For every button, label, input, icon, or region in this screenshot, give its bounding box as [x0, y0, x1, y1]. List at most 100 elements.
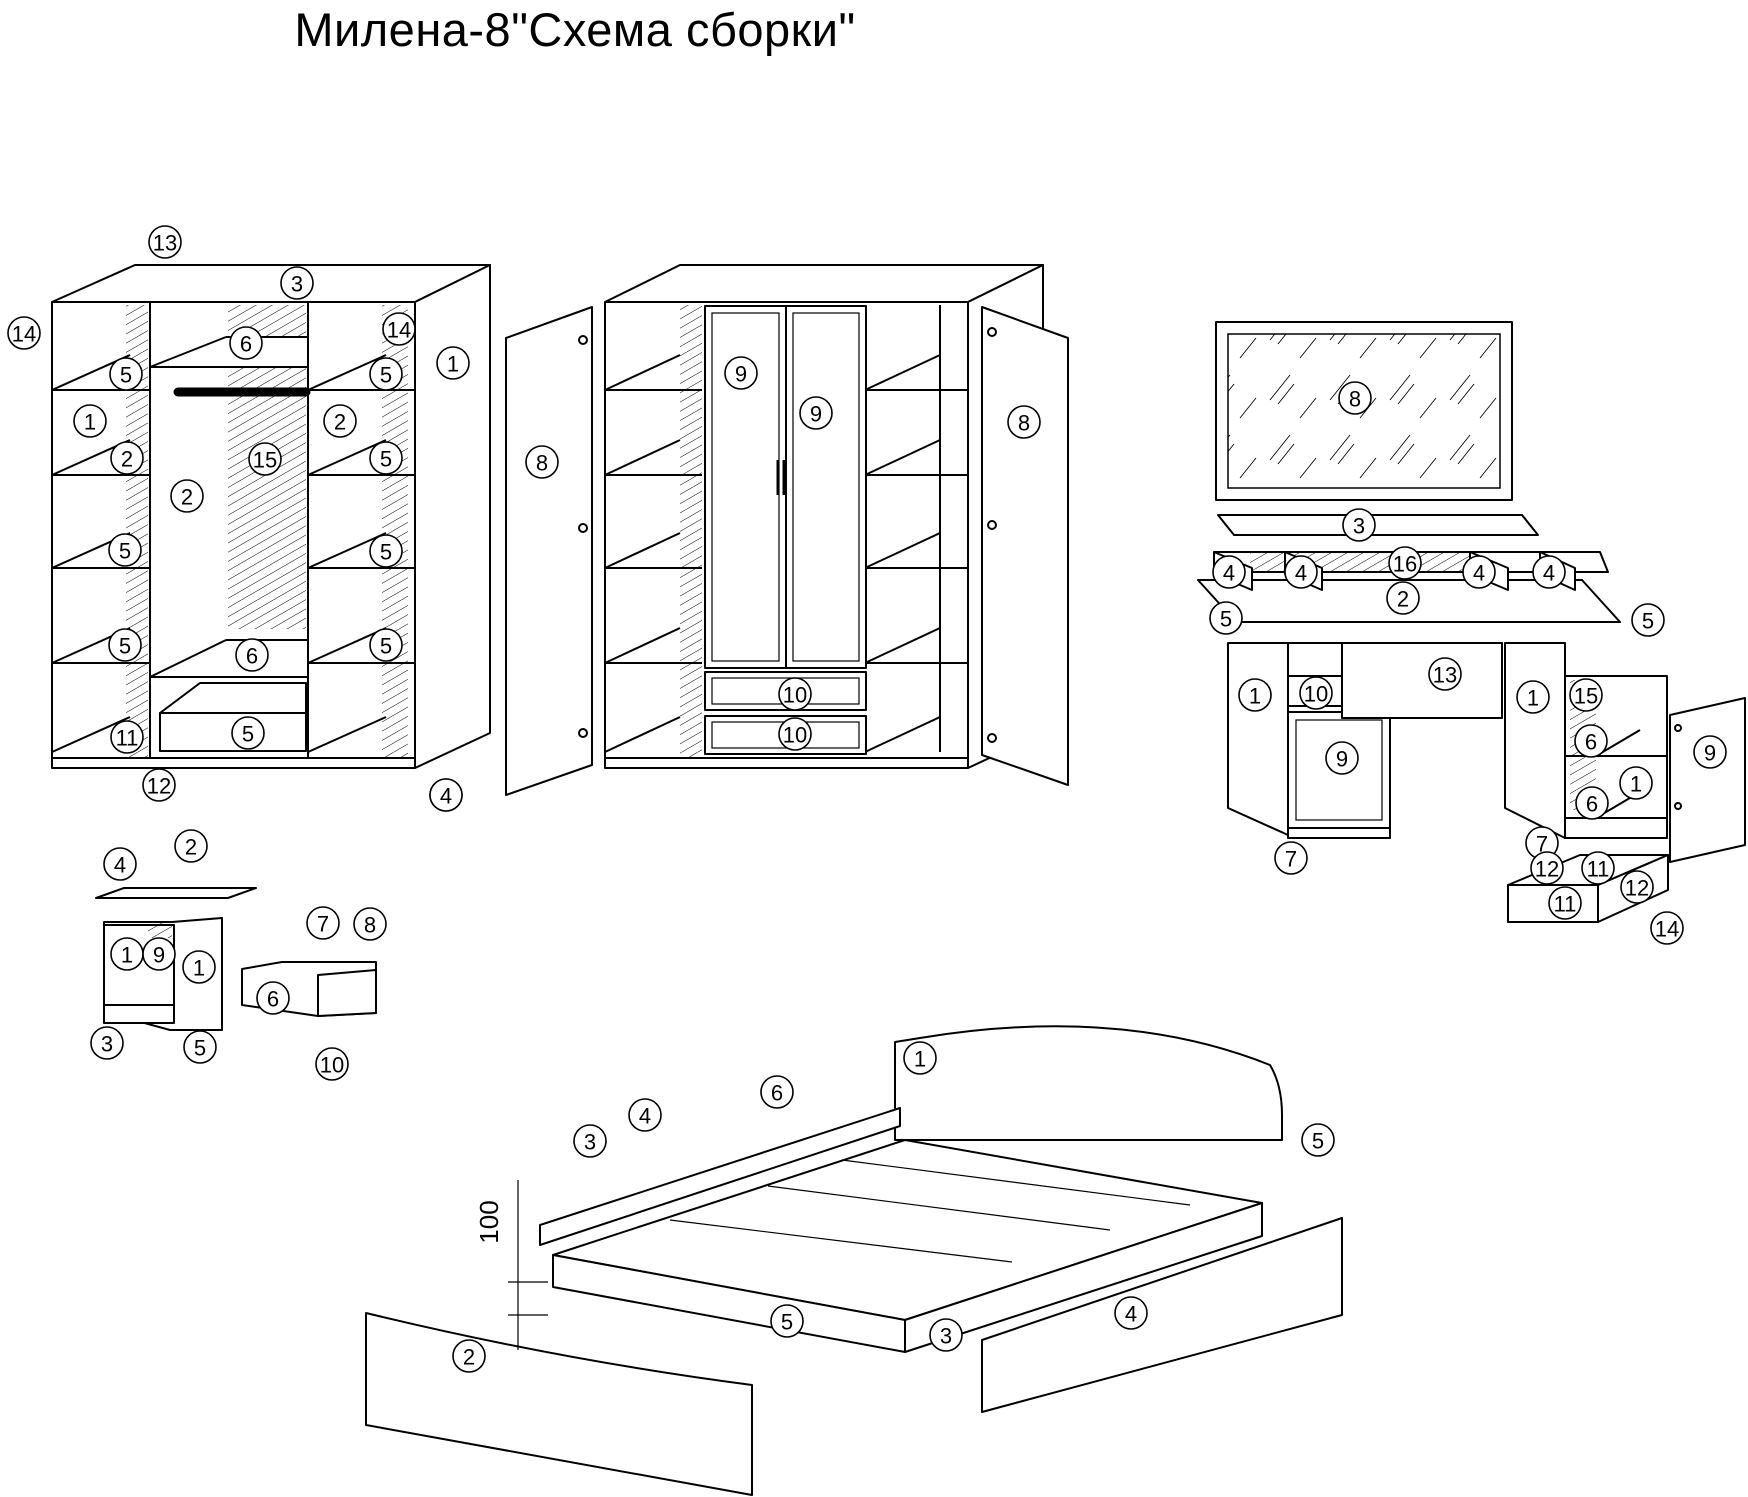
callout-w1-2: 2 — [170, 479, 204, 513]
wardrobe-open-interior — [51, 264, 491, 769]
callout-vanity-7: 7 — [1525, 826, 1559, 860]
callout-nightstand-1: 1 — [110, 937, 144, 971]
callout-w1-5: 5 — [109, 357, 143, 391]
callout-label: 8 — [364, 913, 376, 938]
callout-label: 6 — [1585, 730, 1597, 755]
callout-nightstand-8: 8 — [353, 907, 387, 941]
callout-label: 5 — [781, 1310, 793, 1335]
callout-w1-5: 5 — [369, 534, 403, 568]
wardrobe-closed — [604, 264, 1044, 769]
callout-w1-6: 6 — [229, 326, 263, 360]
callout-label: 1 — [447, 352, 459, 377]
callout-vanity-11: 11 — [1581, 851, 1615, 885]
callout-w1-13: 13 — [148, 225, 182, 259]
callout-label: 10 — [783, 683, 807, 708]
callout-w2-9: 9 — [724, 356, 758, 390]
callout-label: 8 — [1018, 411, 1030, 436]
callout-label: 9 — [810, 402, 822, 427]
callout-w1-5: 5 — [369, 357, 403, 391]
callout-bed-4: 4 — [628, 1098, 662, 1132]
callout-label: 5 — [1220, 607, 1232, 632]
callout-w1-14: 14 — [7, 316, 41, 350]
callout-label: 4 — [1125, 1302, 1137, 1327]
callout-label: 2 — [334, 410, 346, 435]
callout-label: 12 — [147, 774, 171, 799]
callout-vanity-8: 8 — [1338, 381, 1372, 415]
callout-label: 5 — [1312, 1129, 1324, 1154]
callout-vanity-14: 14 — [1650, 911, 1684, 945]
callout-label: 9 — [153, 943, 165, 968]
callout-label: 5 — [119, 539, 131, 564]
callout-vanity-10: 10 — [1299, 676, 1333, 710]
callout-label: 5 — [1642, 609, 1654, 634]
callout-label: 15 — [1574, 684, 1598, 709]
callout-w2-8: 8 — [525, 445, 559, 479]
callout-nightstand-6: 6 — [256, 981, 290, 1015]
callout-w2-10: 10 — [778, 677, 812, 711]
callout-label: 10 — [783, 723, 807, 748]
callout-label: 5 — [242, 722, 254, 747]
callout-vanity-4: 4 — [1212, 555, 1246, 589]
callout-label: 2 — [463, 1345, 475, 1370]
callout-label: 2 — [181, 485, 193, 510]
callout-label: 6 — [771, 1081, 783, 1106]
callout-w1-5: 5 — [231, 716, 265, 750]
callout-label: 3 — [1353, 514, 1365, 539]
callout-label: 4 — [1473, 561, 1485, 586]
callout-label: 5 — [120, 363, 132, 388]
callout-vanity-16: 16 — [1388, 546, 1422, 580]
callout-label: 16 — [1393, 552, 1417, 577]
callout-label: 4 — [114, 853, 126, 878]
callout-label: 3 — [291, 272, 303, 297]
callout-label: 12 — [1625, 876, 1649, 901]
callout-label: 13 — [1433, 663, 1457, 688]
callout-vanity-6: 6 — [1575, 786, 1609, 820]
callout-label: 10 — [320, 1053, 344, 1078]
callout-nightstand-1: 1 — [182, 950, 216, 984]
callout-vanity-6: 6 — [1574, 724, 1608, 758]
callout-label: 5 — [380, 363, 392, 388]
callout-w2-9: 9 — [799, 396, 833, 430]
callout-w1-1: 1 — [73, 404, 107, 438]
callout-label: 4 — [1295, 561, 1307, 586]
callout-nightstand-7: 7 — [306, 906, 340, 940]
callout-w1-2: 2 — [323, 404, 357, 438]
callout-label: 8 — [1349, 387, 1361, 412]
callout-w1-15: 15 — [248, 442, 282, 476]
callout-vanity-4: 4 — [1284, 555, 1318, 589]
callout-label: 4 — [1223, 561, 1235, 586]
callout-label: 2 — [185, 835, 197, 860]
callout-label: 4 — [639, 1104, 651, 1129]
callout-bed-5: 5 — [770, 1304, 804, 1338]
callout-vanity-5: 5 — [1209, 601, 1243, 635]
callout-label: 12 — [1535, 857, 1559, 882]
callouts-layer: 1331461455112152555526551211789981010834… — [7, 225, 1727, 1373]
callout-w1-4: 4 — [429, 778, 463, 812]
callout-nightstand-2: 2 — [174, 829, 208, 863]
callout-label: 14 — [387, 318, 411, 343]
callout-vanity-12: 12 — [1530, 851, 1564, 885]
callout-bed-4: 4 — [1114, 1296, 1148, 1330]
callout-vanity-1: 1 — [1619, 766, 1653, 800]
callout-bed-3: 3 — [573, 1124, 607, 1158]
callout-w1-14: 14 — [382, 312, 416, 346]
callout-label: 2 — [1397, 587, 1409, 612]
bed — [365, 1025, 1343, 1496]
callout-bed-6: 6 — [760, 1075, 794, 1109]
callout-label: 1 — [84, 410, 96, 435]
callout-label: 11 — [1554, 892, 1577, 917]
callout-label: 1 — [1249, 684, 1261, 709]
nightstand — [95, 887, 377, 1031]
callout-nightstand-3: 3 — [90, 1026, 124, 1060]
callout-vanity-4: 4 — [1532, 555, 1566, 589]
callout-label: 11 — [116, 726, 139, 751]
callout-label: 7 — [317, 912, 329, 937]
callout-vanity-1: 1 — [1238, 678, 1272, 712]
callout-label: 5 — [380, 540, 392, 565]
callout-w1-5: 5 — [369, 441, 403, 475]
callout-label: 10 — [1304, 682, 1328, 707]
callout-w1-2: 2 — [110, 441, 144, 475]
svg-text:4: 4 — [440, 784, 452, 809]
callout-w1-12: 12 — [142, 768, 176, 802]
callout-vanity-4: 4 — [1462, 555, 1496, 589]
